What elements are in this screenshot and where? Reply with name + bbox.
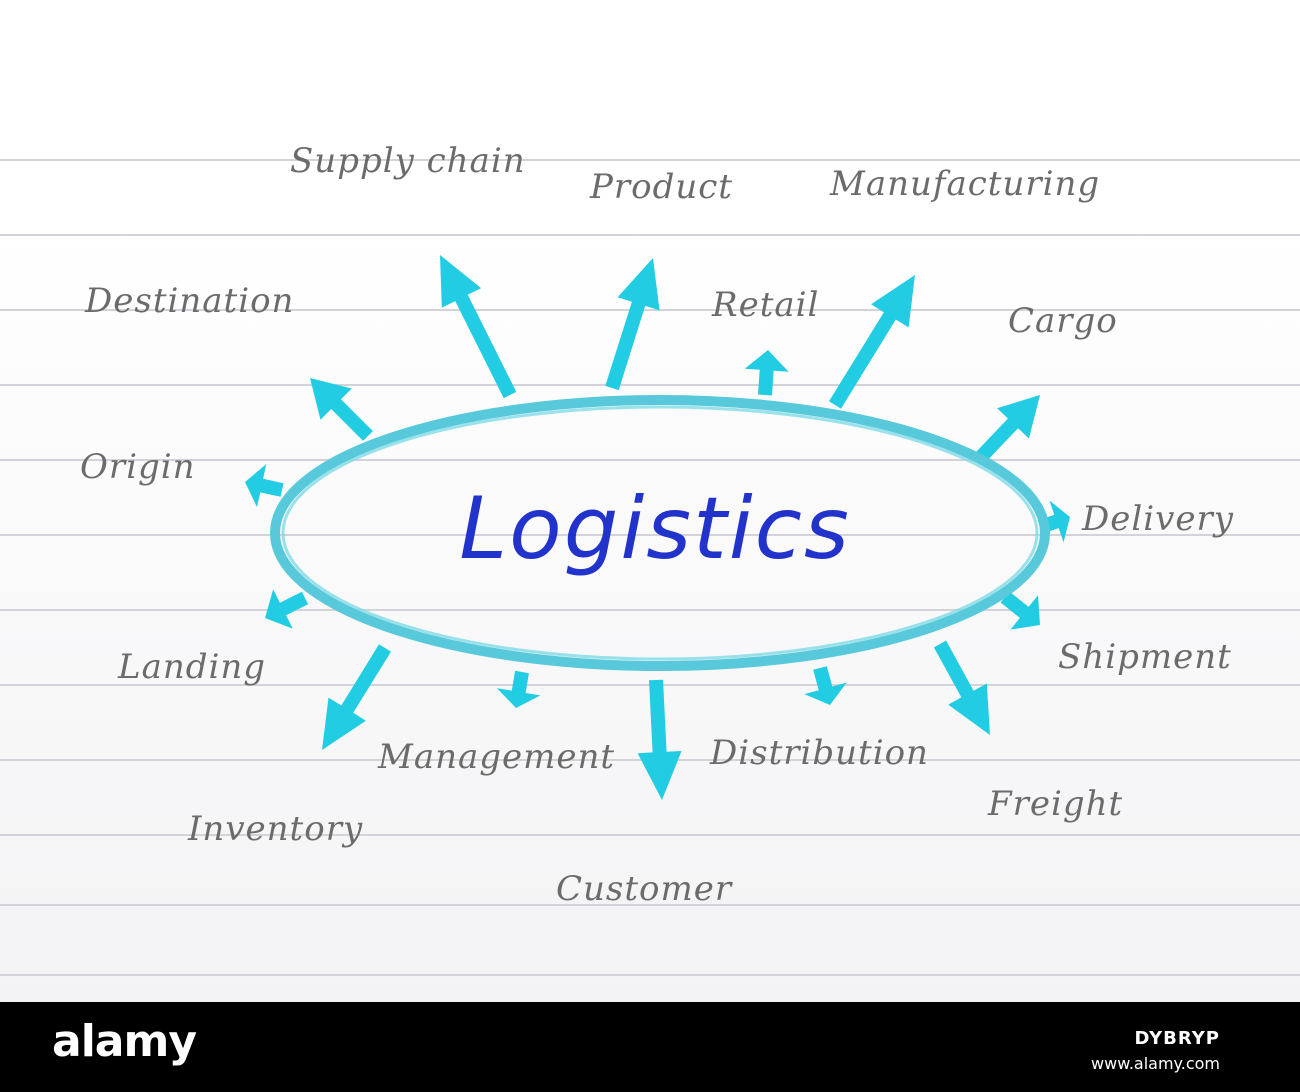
term-labels: Supply chain Product Manufacturing Desti… xyxy=(80,141,1234,909)
brand-logo: alamy xyxy=(52,1016,197,1067)
term-shipment: Shipment xyxy=(1058,637,1232,677)
term-management: Management xyxy=(377,737,615,777)
arrow-destination xyxy=(310,378,373,441)
arrow-distribution xyxy=(804,666,847,705)
arrow-retail xyxy=(744,350,789,396)
term-distribution: Distribution xyxy=(709,733,929,773)
center-node: Logistics xyxy=(270,395,1050,671)
center-label: Logistics xyxy=(459,479,851,579)
term-delivery: Delivery xyxy=(1081,499,1234,539)
image-id-label: DYBRYP xyxy=(1134,1028,1220,1049)
ruled-paper-background: Logistics Supply chain Product Manufactu… xyxy=(0,0,1300,1002)
arrows xyxy=(245,255,1070,800)
center-ellipse xyxy=(270,395,1050,671)
term-retail: Retail xyxy=(711,285,819,325)
arrow-product xyxy=(605,258,660,391)
term-customer: Customer xyxy=(556,869,733,909)
term-product: Product xyxy=(589,167,733,207)
center-ellipse-inner-stroke xyxy=(281,405,1039,661)
arrow-supply-chain xyxy=(440,255,517,399)
logistics-diagram: Logistics Supply chain Product Manufactu… xyxy=(0,141,1300,976)
arrow-manufacturing xyxy=(829,275,915,409)
site-url: www.alamy.com xyxy=(1091,1054,1220,1073)
arrow-customer xyxy=(637,679,682,800)
arrow-freight xyxy=(933,640,990,735)
term-cargo: Cargo xyxy=(1008,301,1118,341)
term-supply-chain: Supply chain xyxy=(290,141,526,181)
term-manufacturing: Manufacturing xyxy=(829,164,1100,204)
term-destination: Destination xyxy=(84,281,294,321)
term-inventory: Inventory xyxy=(187,809,363,849)
term-origin: Origin xyxy=(80,447,196,487)
term-landing: Landing xyxy=(117,647,266,687)
arrow-inventory xyxy=(322,644,391,750)
arrow-origin xyxy=(245,464,284,508)
arrow-cargo xyxy=(974,395,1040,463)
term-freight: Freight xyxy=(987,784,1123,824)
arrow-landing xyxy=(265,589,309,629)
watermark-footer: alamy DYBRYP www.alamy.com xyxy=(0,1002,1300,1092)
arrow-management xyxy=(497,670,541,708)
arrow-shipment xyxy=(1000,591,1040,630)
